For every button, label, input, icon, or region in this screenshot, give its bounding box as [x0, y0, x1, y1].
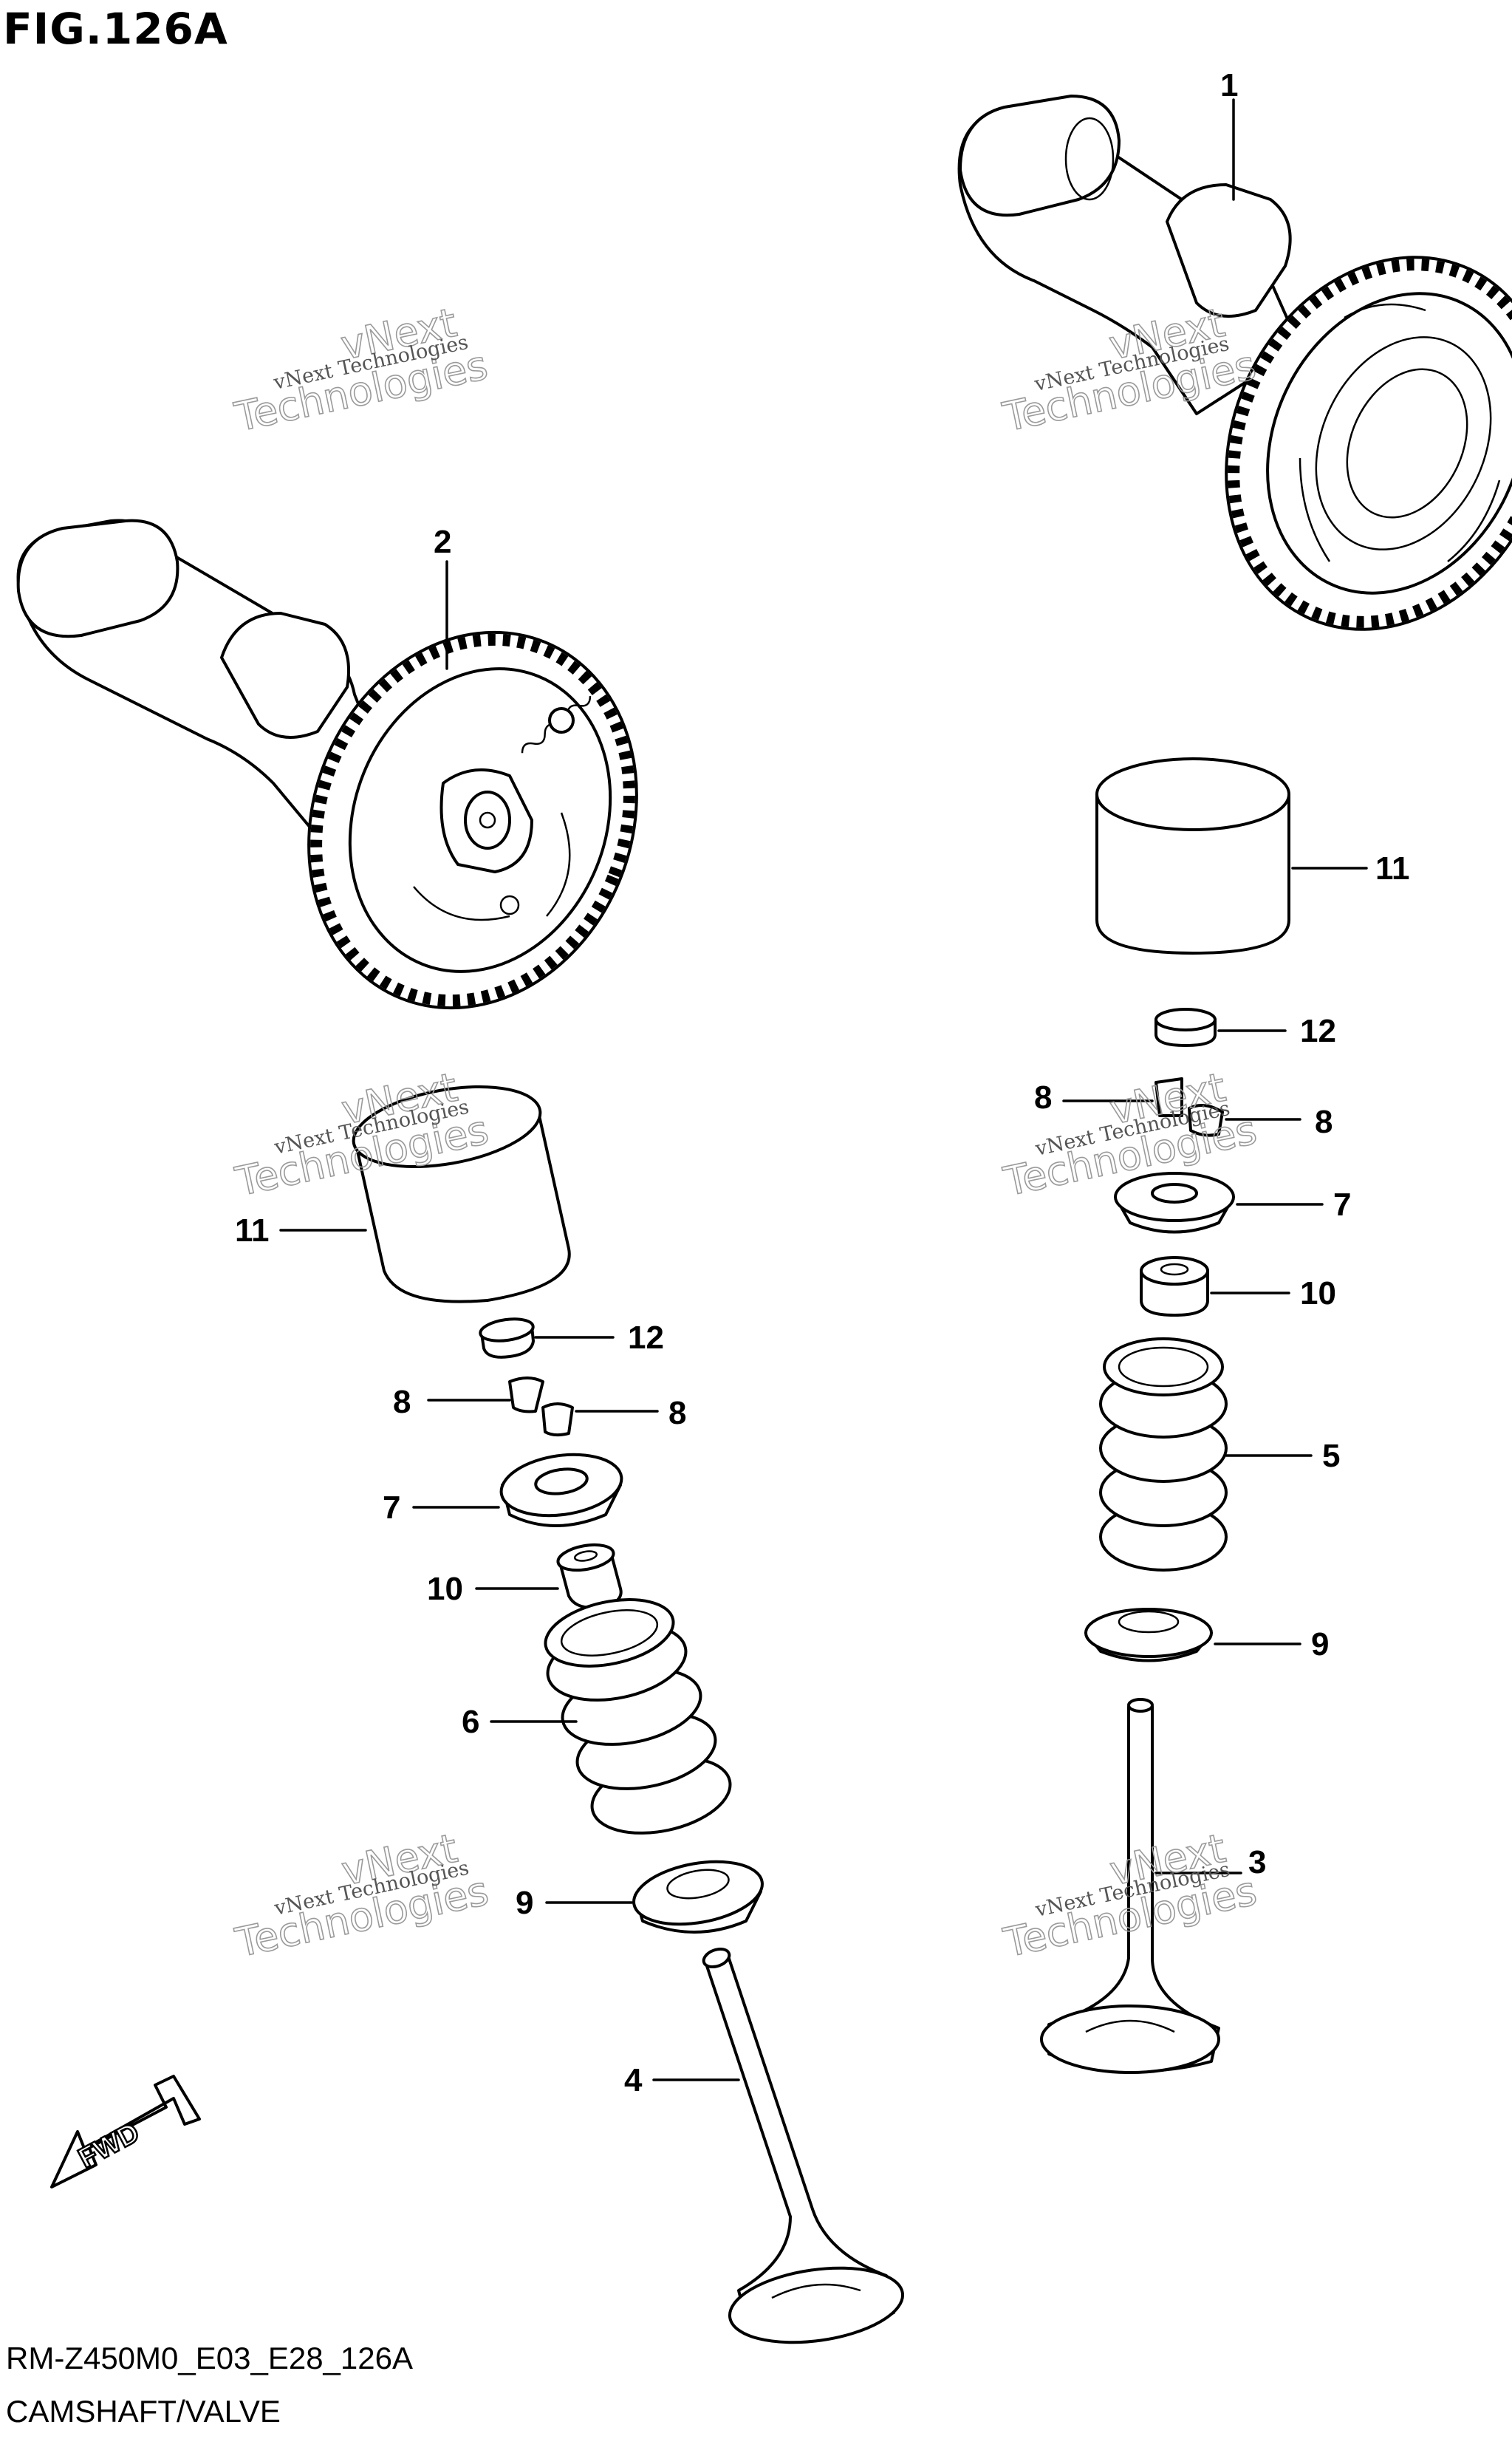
- callout-8-right-b[interactable]: 8: [1315, 1104, 1333, 1140]
- callout-4[interactable]: 4: [624, 2062, 643, 2098]
- watermark-top-left: Technologies vNext vNext Technologies: [230, 298, 492, 441]
- valve-shim-right[interactable]: [1154, 1008, 1217, 1047]
- callout-2[interactable]: 2: [434, 524, 451, 560]
- valve-stem-seal-right[interactable]: [1140, 1256, 1209, 1317]
- valve-spring-seat-right[interactable]: [1084, 1608, 1213, 1662]
- camshaft-exhaust[interactable]: [957, 95, 1512, 683]
- valve-shim-left[interactable]: [479, 1316, 535, 1359]
- camshaft-intake[interactable]: [16, 519, 692, 1057]
- valve-spring-seat-left[interactable]: [629, 1852, 767, 1934]
- valve-tappet-left[interactable]: [347, 1074, 571, 1303]
- exhaust-valve[interactable]: [1040, 1698, 1220, 2074]
- valve-spring-inner-left[interactable]: [539, 1589, 737, 1845]
- watermark-bottom-left: Technologies vNext vNext Technologies: [230, 1824, 493, 1967]
- valve-cotter-right[interactable]: [1154, 1077, 1224, 1137]
- fwd-label: FWD: [74, 2117, 145, 2174]
- valve-spring-retainer-left[interactable]: [497, 1447, 626, 1527]
- callout-1[interactable]: 1: [1220, 67, 1238, 103]
- callout-9-right[interactable]: 9: [1311, 1626, 1329, 1662]
- diagram-caption: CAMSHAFT/VALVE: [6, 2394, 281, 2429]
- valve-stem-seal-left[interactable]: [556, 1541, 623, 1609]
- callout-12-right[interactable]: 12: [1300, 1013, 1336, 1049]
- valve-tappet-right[interactable]: [1095, 757, 1290, 955]
- callout-9-left[interactable]: 9: [516, 1885, 533, 1921]
- valve-cotter-left[interactable]: [508, 1376, 574, 1437]
- figure-title: FIG.126A: [3, 4, 228, 54]
- callout-8-right-a[interactable]: 8: [1034, 1079, 1052, 1116]
- callout-5[interactable]: 5: [1322, 1438, 1340, 1474]
- callout-10-left[interactable]: 10: [427, 1571, 463, 1607]
- callout-8-left-a[interactable]: 8: [393, 1384, 411, 1420]
- valve-spring-outer-right[interactable]: [1099, 1337, 1228, 1572]
- callout-6[interactable]: 6: [462, 1704, 479, 1740]
- valve-spring-retainer-right[interactable]: [1114, 1172, 1235, 1234]
- callout-7-right[interactable]: 7: [1333, 1187, 1351, 1223]
- watermark-bottom-right: Technologies vNext vNext Technologies: [999, 1824, 1261, 1967]
- callout-12-left[interactable]: 12: [628, 1320, 664, 1356]
- callout-11-left[interactable]: 11: [235, 1212, 270, 1249]
- intake-valve[interactable]: [701, 1946, 907, 2353]
- callout-3[interactable]: 3: [1248, 1844, 1266, 1880]
- callout-7-left[interactable]: 7: [383, 1490, 400, 1526]
- callout-8-left-b[interactable]: 8: [668, 1395, 686, 1431]
- callout-10-right[interactable]: 10: [1300, 1275, 1336, 1311]
- callout-11-right[interactable]: 11: [1375, 850, 1410, 887]
- diagram-code: RM-Z450M0_E03_E28_126A: [6, 2341, 414, 2375]
- fwd-direction-arrow: FWD: [50, 2075, 201, 2188]
